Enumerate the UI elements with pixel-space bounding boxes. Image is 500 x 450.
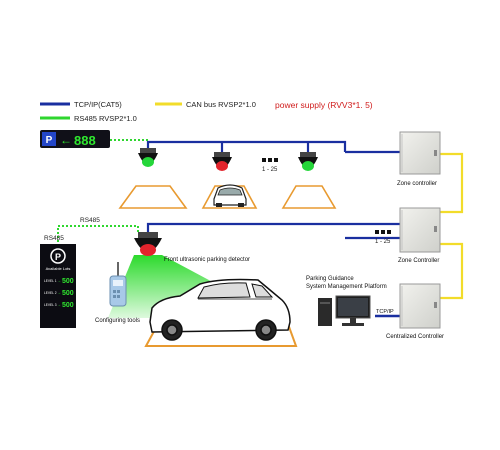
parking-bay-1 — [118, 185, 188, 209]
platform-label-line-1: Parking Guidance — [306, 276, 354, 282]
tcp-link-label: TCP/IP — [376, 309, 394, 315]
arrow-left-icon: ← — [60, 133, 72, 147]
legend-tcp-label: TCP/IP(CAT5) — [74, 100, 122, 109]
tcp-wire-top-row — [146, 140, 347, 152]
parking-bay-3 — [281, 185, 337, 209]
rs485-label-left: RS485 — [44, 235, 64, 242]
platform-label-line-2: System Management Platform — [306, 284, 387, 290]
lot-sign-p-icon: P — [55, 252, 61, 262]
rs485-label-top: RS485 — [80, 217, 100, 224]
pc-workstation — [318, 295, 371, 326]
detector-top-2 — [212, 152, 232, 171]
top-sign-value: 888 — [74, 133, 96, 148]
detector-top-3 — [298, 152, 318, 171]
lot-arrow-3: → — [57, 302, 61, 307]
lot-sign-row-2-label: LEVEL 2 — [44, 291, 57, 295]
can-wire-2 — [440, 242, 464, 300]
zone-controller-1-box — [399, 131, 441, 175]
lot-sign-row-2-value: 500 — [62, 290, 74, 297]
configuring-tool — [109, 262, 127, 307]
centralized-controller-label: Centralized Controller — [386, 334, 444, 340]
lot-sign-row-3-label: LEVEL 3 — [44, 303, 57, 307]
lot-sign-row-1-value: 500 — [62, 278, 74, 285]
zone-controller-1-label: Zone controller — [397, 181, 437, 187]
parking-p-icon: P — [46, 135, 53, 146]
range-top-label: 1 - 25 — [262, 167, 278, 173]
rs485-wire-left — [57, 225, 139, 245]
suv-car — [149, 278, 291, 341]
available-lots-sign: P Available Lots LEVEL 1 → 500 LEVEL 2 →… — [40, 244, 76, 328]
tcp-wire-mid-row — [146, 222, 400, 234]
lot-sign-title: Available Lots — [46, 266, 71, 271]
legend-can-label: CAN bus RVSP2*1.0 — [186, 100, 256, 109]
legend-power-label: power supply (RVV3*1. 5) — [275, 100, 373, 110]
parking-bay-2 — [201, 185, 258, 209]
lot-sign-row-3-value: 500 — [62, 302, 74, 309]
centralized-controller-box — [399, 283, 441, 329]
legend: TCP/IP(CAT5) CAN bus RVSP2*1.0 power sup… — [40, 100, 373, 123]
detector-top-1 — [138, 148, 158, 167]
detector-main — [134, 232, 162, 256]
range-top: 1 - 25 — [262, 158, 278, 173]
lot-sign-row-1-label: LEVEL 1 — [44, 279, 57, 283]
legend-rs485-label: RS485 RVSP2*1.0 — [74, 114, 137, 123]
range-mid: 1 - 25 — [375, 230, 391, 245]
zone-controller-2-label: Zone Controller — [398, 258, 439, 264]
config-label: Configuring tools — [95, 318, 140, 324]
small-car — [213, 184, 247, 207]
detector-label: Front ultrasonic parking detector — [164, 257, 250, 263]
can-wire-1 — [440, 152, 464, 214]
lot-arrow-1: → — [57, 278, 61, 283]
lot-arrow-2: → — [57, 290, 61, 295]
range-mid-label: 1 - 25 — [375, 239, 391, 245]
rs485-wire-top — [110, 139, 149, 148]
zone-controller-2-box — [399, 207, 441, 253]
guidance-sign-top: P ← 888 — [40, 130, 110, 148]
